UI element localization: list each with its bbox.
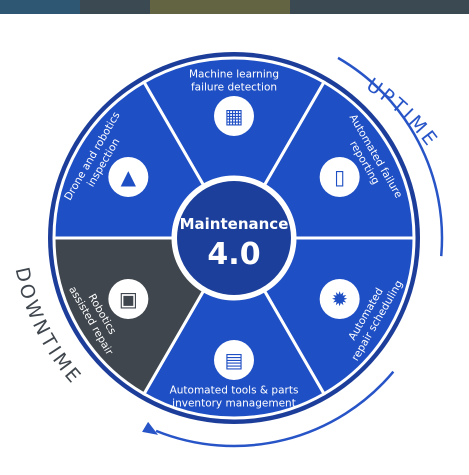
- phone-alert-icon: ▯: [334, 165, 345, 189]
- segment-label-line: Automated tools & parts: [170, 385, 299, 397]
- arrowhead-icon: [142, 421, 159, 435]
- segment-icon-badge: [319, 157, 360, 197]
- segment-icon-badge: [108, 157, 149, 197]
- center-version: 4.0: [207, 237, 260, 272]
- header-photo-strip-accent: [0, 0, 80, 14]
- uptime-arrow-upper: [337, 56, 444, 257]
- chip-icon: ▣: [119, 287, 138, 311]
- gear-check-icon: ✹: [331, 287, 348, 311]
- uptime-arrow-lower: [155, 370, 395, 448]
- cycle-arrows: [142, 56, 444, 448]
- drone-triangle-icon: ▲: [121, 165, 137, 189]
- segment-label-line: inventory management: [172, 398, 296, 410]
- segment-icon-badge: [319, 279, 360, 319]
- header-photo-strip-accent: [150, 0, 290, 14]
- center-title: Maintenance: [180, 215, 289, 233]
- segment-icon-badge: [214, 340, 254, 380]
- center-hub: [177, 181, 291, 295]
- segment-icon-badge: [214, 96, 254, 136]
- segment-icon-badge: [108, 279, 149, 319]
- segment-label-line: Machine learning: [189, 69, 279, 81]
- chip-brain-icon: ▦: [225, 104, 244, 128]
- segment-label-line: failure detection: [191, 82, 277, 94]
- inventory-gear-icon: ▤: [225, 348, 244, 372]
